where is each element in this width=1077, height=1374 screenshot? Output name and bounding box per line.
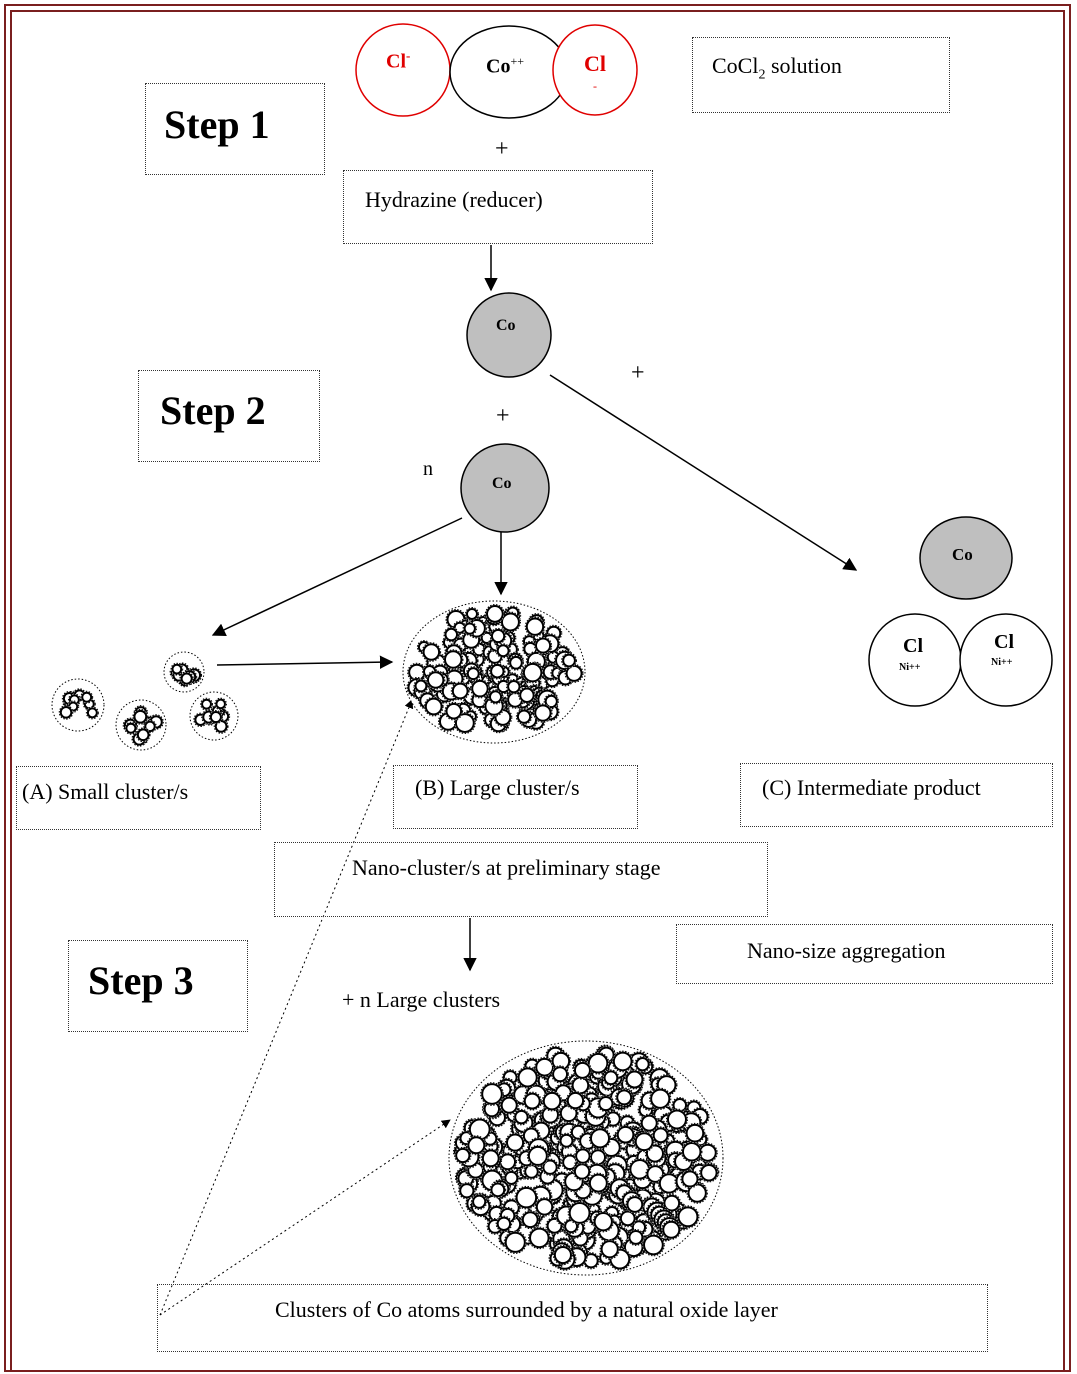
cl-ion-right xyxy=(552,24,638,116)
label-a: (A) Small cluster/s xyxy=(22,779,189,804)
intermediate-ni-2-label: Ni++ xyxy=(991,657,1013,668)
n-label: n xyxy=(423,458,433,480)
intermediate-cl-2-label: Cl xyxy=(994,631,1014,653)
label-c-box xyxy=(740,763,1053,827)
cl-left-label: Cl- xyxy=(386,48,411,73)
co-ion-label: Co++ xyxy=(486,54,524,78)
co-atom-2-label: Co xyxy=(492,475,512,492)
pointer-to-aggregate xyxy=(159,1119,451,1316)
intermediate-co xyxy=(919,516,1013,600)
oxide-label: Clusters of Co atoms surrounded by a nat… xyxy=(275,1297,778,1322)
co-atom-1-label: Co xyxy=(496,317,516,334)
label-b: (B) Large cluster/s xyxy=(415,775,580,800)
co-atom-2 xyxy=(460,443,550,533)
arrow-co-to-small xyxy=(211,517,463,636)
pointer-to-large-cluster xyxy=(159,699,414,1316)
inner-frame xyxy=(10,10,1065,1372)
intermediate-cl-1 xyxy=(868,613,962,707)
co-atom-1 xyxy=(466,292,552,378)
aggregate-cluster xyxy=(448,1040,724,1276)
plus-sign-2: + xyxy=(631,360,645,386)
step2-box xyxy=(138,370,320,462)
aggregation-label: Nano-size aggregation xyxy=(747,938,946,963)
solution-box xyxy=(692,37,950,113)
step2-label: Step 2 xyxy=(160,388,266,433)
arrow-co-to-intermediate xyxy=(549,374,858,571)
outer-frame xyxy=(4,4,1071,1372)
cl-right-label: Cl xyxy=(584,51,606,76)
step1-box xyxy=(145,83,325,175)
arrow-small-to-large xyxy=(216,655,394,669)
large-cluster xyxy=(402,600,586,744)
step1-label: Step 1 xyxy=(164,102,270,147)
intermediate-ni-1-label: Ni++ xyxy=(899,662,921,673)
label-b-box xyxy=(393,765,638,829)
preliminary-box xyxy=(274,842,768,917)
label-a-box xyxy=(16,766,261,830)
n-large-clusters-label: + n Large clusters xyxy=(342,987,501,1012)
step3-label: Step 3 xyxy=(88,958,194,1003)
preliminary-label: Nano-cluster/s at preliminary stage xyxy=(352,855,661,880)
cl-right-sub: - xyxy=(593,79,597,93)
solution-label: CoCl2 solution xyxy=(712,53,842,83)
plus-sign-3: + xyxy=(496,403,510,429)
reducer-box xyxy=(343,170,653,244)
intermediate-cl-2 xyxy=(959,613,1053,707)
plus-sign-1: + xyxy=(495,136,509,162)
aggregation-box xyxy=(676,924,1053,984)
step3-box xyxy=(68,940,248,1032)
small-clusters xyxy=(51,651,239,751)
oxide-box xyxy=(157,1284,988,1352)
label-c: (C) Intermediate product xyxy=(762,775,981,800)
intermediate-co-label: Co xyxy=(952,545,973,564)
intermediate-cl-1-label: Cl xyxy=(903,635,923,657)
reducer-label: Hydrazine (reducer) xyxy=(365,187,543,212)
